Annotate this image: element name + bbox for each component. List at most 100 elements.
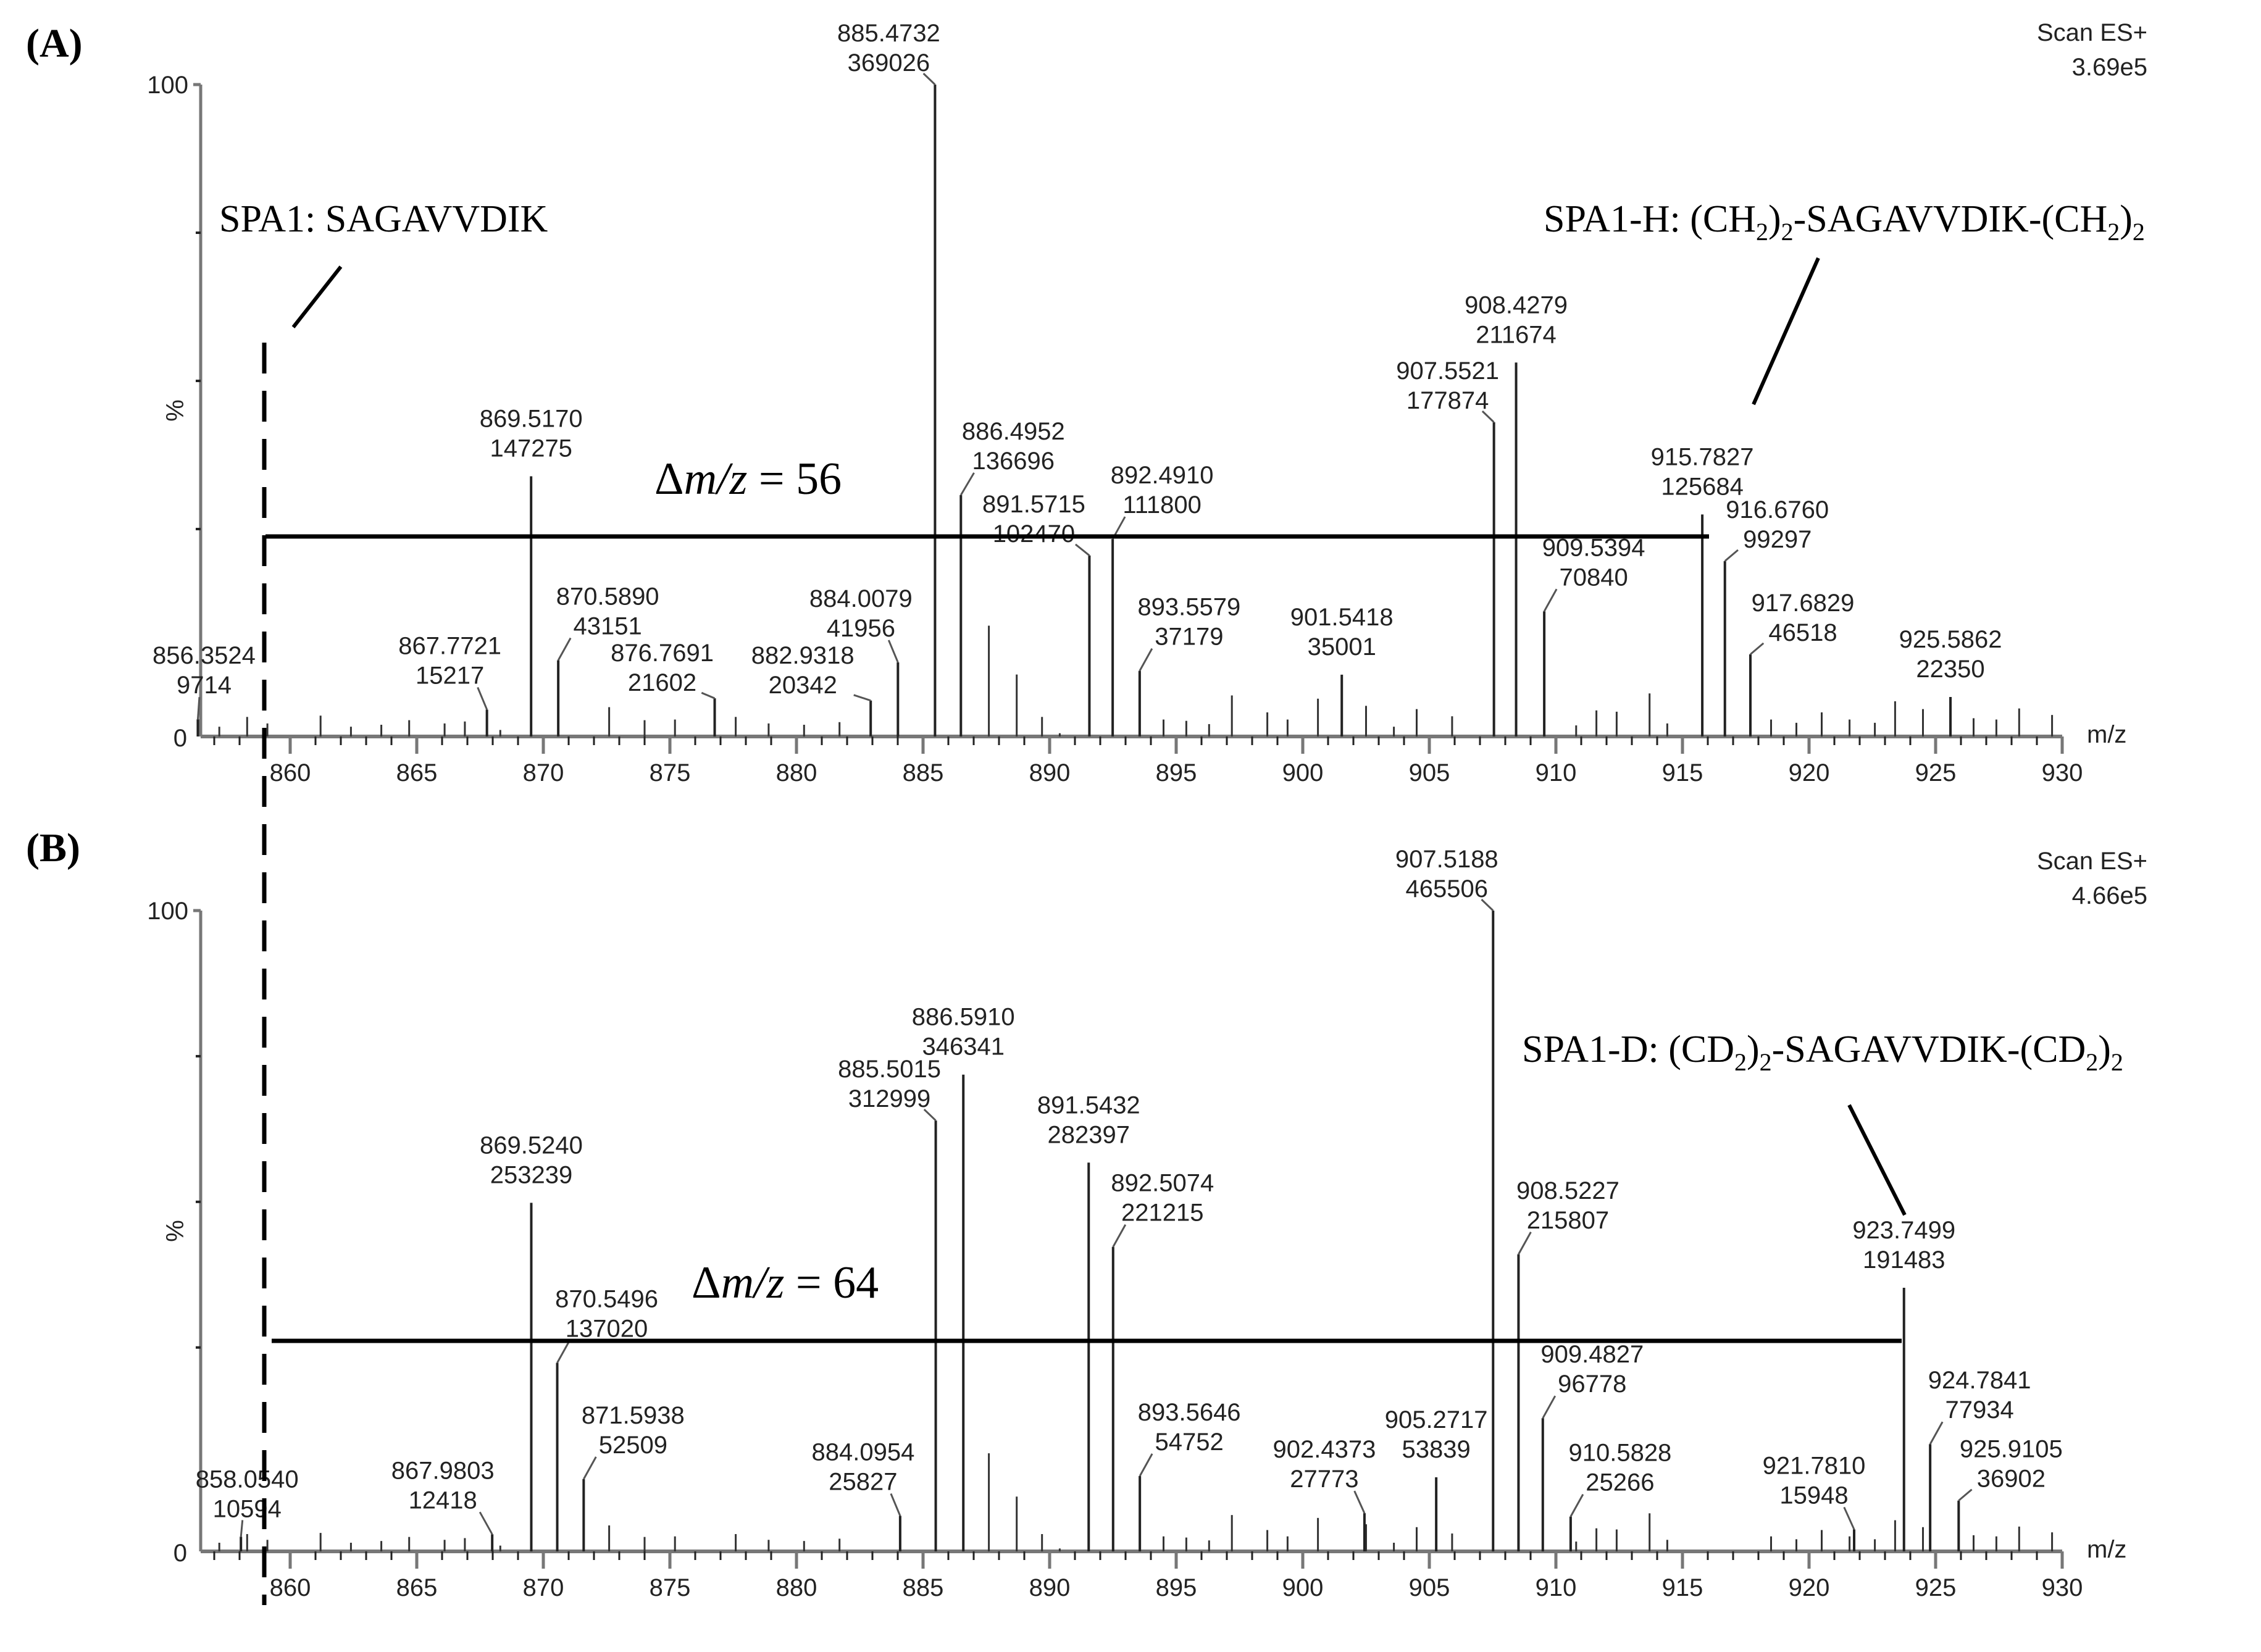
panel-a-label: (A) <box>26 21 83 66</box>
svg-text:860: 860 <box>270 1574 311 1601</box>
svg-text:865: 865 <box>396 1574 438 1601</box>
svg-text:125684: 125684 <box>1661 473 1743 500</box>
panel-b-label: (B) <box>26 825 80 870</box>
svg-text:930: 930 <box>2042 1574 2083 1601</box>
panel-a-labeled-peptide-annotation: SPA1-H: (CH2)2-SAGAVVDIK-(CH2)2 <box>1544 198 2145 246</box>
svg-text:137020: 137020 <box>566 1315 648 1342</box>
svg-text:41956: 41956 <box>827 615 895 642</box>
svg-text:925.5862: 925.5862 <box>1899 626 2002 653</box>
svg-text:15948: 15948 <box>1779 1482 1848 1509</box>
svg-text:876.7691: 876.7691 <box>611 640 714 667</box>
svg-text:901.5418: 901.5418 <box>1290 604 1394 631</box>
svg-text:905.2717: 905.2717 <box>1385 1406 1488 1433</box>
svg-text:869.5240: 869.5240 <box>480 1132 583 1159</box>
svg-text:%: % <box>162 1220 189 1242</box>
svg-text:253239: 253239 <box>490 1161 572 1188</box>
svg-text:875: 875 <box>650 759 691 786</box>
svg-text:858.0540: 858.0540 <box>196 1466 299 1493</box>
svg-text:860: 860 <box>270 759 311 786</box>
panel-a-labeled-leader-line <box>1752 257 1820 406</box>
svg-text:885: 885 <box>903 1574 944 1601</box>
svg-text:915: 915 <box>1662 1574 1703 1601</box>
svg-text:96778: 96778 <box>1558 1370 1626 1398</box>
svg-text:925: 925 <box>1915 1574 1957 1601</box>
svg-text:53839: 53839 <box>1402 1436 1471 1463</box>
svg-text:867.9803: 867.9803 <box>391 1457 495 1484</box>
panel-b-minor-peaks <box>218 1453 2054 1551</box>
svg-text:880: 880 <box>776 759 817 786</box>
svg-text:465506: 465506 <box>1406 875 1488 903</box>
svg-text:907.5521: 907.5521 <box>1396 357 1499 385</box>
svg-text:43151: 43151 <box>574 613 642 640</box>
svg-text:70840: 70840 <box>1559 564 1628 591</box>
panel-b-delta-label: Δm/z = 64 <box>692 1258 879 1308</box>
svg-text:916.6760: 916.6760 <box>1726 496 1829 524</box>
peak: 915.7827 125684 <box>1651 443 1754 736</box>
svg-text:9714: 9714 <box>177 672 232 699</box>
svg-text:54752: 54752 <box>1155 1429 1224 1456</box>
svg-text:102470: 102470 <box>993 520 1075 548</box>
svg-text:921.7810: 921.7810 <box>1763 1452 1866 1479</box>
svg-text:282397: 282397 <box>1048 1121 1130 1148</box>
svg-text:215807: 215807 <box>1527 1207 1609 1234</box>
peak: 871.5938 52509 <box>582 1402 685 1551</box>
svg-text:871.5938: 871.5938 <box>582 1402 685 1429</box>
svg-text:865: 865 <box>396 759 438 786</box>
svg-text:915.7827: 915.7827 <box>1651 443 1754 470</box>
svg-text:900: 900 <box>1282 1574 1324 1601</box>
svg-text:920: 920 <box>1789 1574 1830 1601</box>
svg-text:35001: 35001 <box>1308 633 1376 661</box>
svg-text:910: 910 <box>1536 759 1577 786</box>
svg-text:905: 905 <box>1409 1574 1450 1601</box>
panel-a-unlabeled-peptide-annotation: SPA1: SAGAVVDIK <box>219 198 548 240</box>
panel-a-scan-max: 3.69e5 <box>2072 54 2147 81</box>
svg-text:10594: 10594 <box>213 1495 282 1522</box>
svg-text:37179: 37179 <box>1155 624 1223 651</box>
svg-text:890: 890 <box>1029 759 1071 786</box>
svg-text:25827: 25827 <box>829 1468 897 1495</box>
svg-text:886.5910: 886.5910 <box>912 1004 1015 1031</box>
svg-text:891.5715: 891.5715 <box>982 491 1085 518</box>
panel-b-scan-max: 4.66e5 <box>2072 882 2147 909</box>
svg-text:917.6829: 917.6829 <box>1752 590 1855 617</box>
svg-text:m/z: m/z <box>2087 721 2126 748</box>
svg-text:909.5394: 909.5394 <box>1542 534 1645 561</box>
svg-text:885.5015: 885.5015 <box>838 1056 941 1083</box>
svg-text:890: 890 <box>1029 1574 1071 1601</box>
svg-text:882.9318: 882.9318 <box>751 642 855 669</box>
svg-text:52509: 52509 <box>599 1432 667 1459</box>
svg-text:177874: 177874 <box>1406 387 1489 414</box>
svg-text:900: 900 <box>1282 759 1324 786</box>
svg-text:191483: 191483 <box>1863 1246 1945 1274</box>
svg-text:46518: 46518 <box>1768 619 1837 646</box>
svg-text:%: % <box>162 399 189 422</box>
svg-text:312999: 312999 <box>848 1085 930 1112</box>
svg-text:907.5188: 907.5188 <box>1395 846 1498 873</box>
peak: 921.7810 15948 <box>1763 1452 1866 1551</box>
svg-text:895: 895 <box>1156 759 1197 786</box>
